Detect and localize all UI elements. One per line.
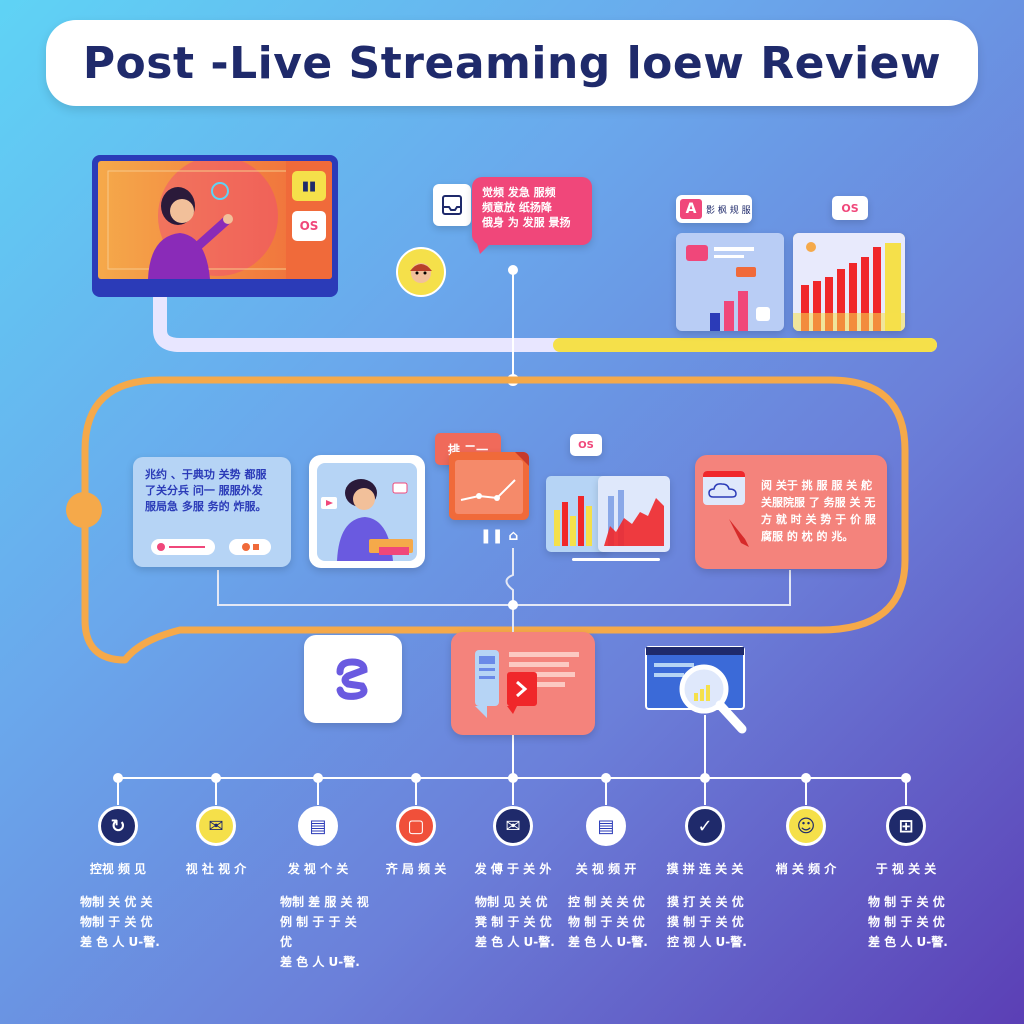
presenter-illustration [107,161,324,279]
search-app-icon[interactable] [304,635,402,723]
pen-icon [729,519,749,547]
smile-icon[interactable]: ☺ [786,806,826,846]
avatar [396,247,446,297]
browser-magnifier-icon [644,645,750,737]
step-label: 于 视 关 关 [875,862,937,876]
speech-tail [476,240,494,254]
ad-chip: A 影 枫 规 服 [676,195,752,223]
cloud-window [703,471,745,505]
laptop-person-card [309,455,425,568]
info-text-card: 阅 关于 挑 服 服 关 舵 关服院服 了 务服 关 无 方 就 时 关 势 于… [695,455,887,569]
step-label: 摸 拼 连 关 关 [666,862,744,876]
step-label: 视 社 视 介 [185,862,247,876]
checklist-icon[interactable]: ▤ [586,806,626,846]
os-chip-top: OS [832,196,868,220]
mail-icon[interactable]: ✉ [493,806,533,846]
message-card [451,632,595,735]
page-title: Post -Live Streaming loew Review [82,37,942,89]
step-label: 发 视 个 关 [287,862,349,876]
os-badge: OS [292,211,326,241]
os-chip-middle-label: OS [578,439,594,451]
line-chart-doc [449,452,529,520]
ad-chip-text: 影 枫 规 服 [706,205,751,216]
os-chip-middle: OS [570,434,602,456]
title-bar: Post -Live Streaming loew Review [46,20,978,106]
chart-baseline [572,558,660,561]
progress-pill[interactable] [151,539,215,555]
inbox-icon [433,184,471,226]
step-description: 控 制 关 关 优 物 制 于 关 优 差 色 人 U-警. [568,895,648,949]
os-badge-label: OS [299,219,319,233]
step-description: 物制 关 优 关 物制 于 关 优 差 色 人 U-警. [80,895,160,949]
step-description: 物制 见 关 优 凳 制 于 关 优 差 色 人 U-警. [475,895,555,949]
middle-bar-chart-right [598,476,670,552]
middle-bar-chart-left [546,476,608,552]
ad-letter-badge: A [680,199,702,219]
step-label: 控视 频 见 [89,862,147,876]
step-description: 物 制 于 关 优 物 制 于 关 优 差 色 人 U-警. [868,895,948,949]
top-chart-panel-left [676,233,784,331]
message-illustration [475,650,579,718]
note-icon[interactable]: ✉ [196,806,236,846]
step-label: 关 视 频 开 [575,862,637,876]
top-bar-chart [793,233,905,331]
document-icon[interactable]: ▤ [298,806,338,846]
signal-icon: ▮▮ [301,178,317,194]
middle-text: 兆约 、于典功 关势 都服 了关分兵 问一 服服外发 服局急 多服 务的 炸服。 [145,468,267,513]
step-description: 物制 差 服 关 视 例 制 于 于 关 优 差 色 人 U-警. [280,895,369,969]
os-chip-top-label: OS [841,201,859,215]
step-label: 梢 关 频 介 [775,862,837,876]
play-pill[interactable] [229,539,271,555]
laptop-person-illustration [317,463,417,561]
step-label: 齐 局 频 关 [385,862,447,876]
middle-text-card: 兆约 、于典功 关势 都服 了关分兵 问一 服服外发 服局急 多服 务的 炸服。 [133,457,291,567]
step-label: 发 傅 于 关 外 [474,862,552,876]
speech-text: 觉频 发急 服频 频意放 纸扬降 俄身 为 发服 景扬 [482,186,571,229]
step-description: 摸 打 关 关 优 摸 制 于 关 优 控 视 人 U-警. [667,895,747,949]
cloud-icon [708,483,737,498]
monitor-card: ▮▮ OS [92,155,338,297]
calendar-icon[interactable]: ▢ [396,806,436,846]
chart-loop-icon[interactable]: ↻ [98,806,138,846]
check-icon[interactable]: ✓ [685,806,725,846]
signal-badge: ▮▮ [292,171,326,201]
windows-icon[interactable]: ⊞ [886,806,926,846]
speech-bubble: 觉频 发急 服频 频意放 纸扬降 俄身 为 发服 景扬 [472,177,592,245]
pause-icon: ❚❚ ⌂ [480,528,519,544]
info-text: 阅 关于 挑 服 服 关 舵 关服院服 了 务服 关 无 方 就 时 关 势 于… [761,479,876,543]
